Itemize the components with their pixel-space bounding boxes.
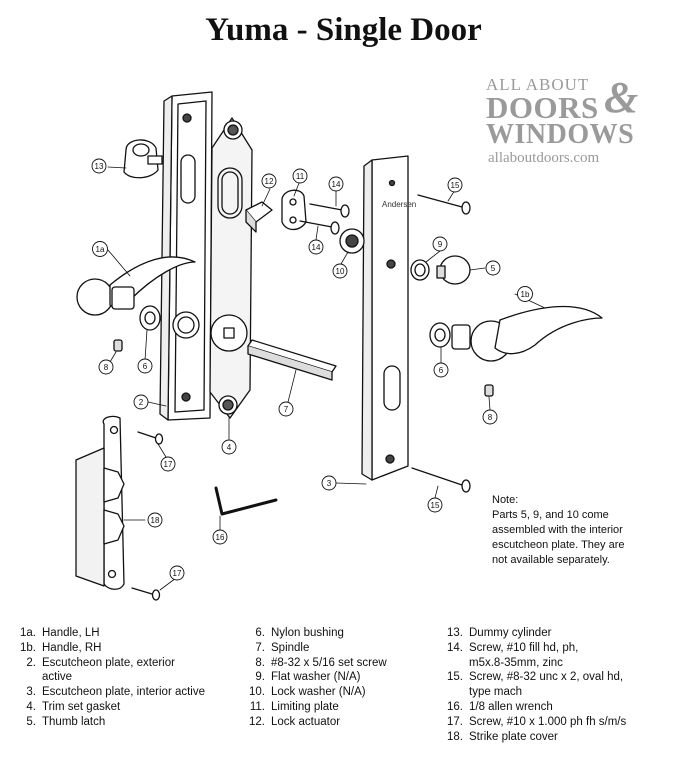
legend-row: 12.Lock actuator <box>249 715 341 728</box>
allen-wrench <box>214 486 278 516</box>
callout-9: 9 <box>438 240 443 249</box>
callout-17-bottom: 17 <box>173 569 182 578</box>
callout-16: 16 <box>216 533 225 542</box>
screw-15-bottom <box>411 467 463 486</box>
legend-row: m5x.8-35mm, zinc <box>469 656 563 669</box>
exploded-parts-diagram: Andersen <box>75 91 603 601</box>
callout-8-left: 8 <box>104 363 109 372</box>
legend-row: 13.Dummy cylinder <box>447 627 552 639</box>
callout-14-bottom: 14 <box>312 243 321 252</box>
logo-ampersand: & <box>604 73 639 122</box>
logo-line3: WINDOWS <box>486 119 635 150</box>
screw-15-top <box>417 194 463 208</box>
lock-washer <box>339 228 365 254</box>
interior-escutcheon-plate: Andersen <box>361 155 416 481</box>
screw-17-bottom <box>131 587 153 595</box>
callout-6-right: 6 <box>439 366 444 375</box>
callout-10: 10 <box>336 267 345 276</box>
legend-row: 14.Screw, #10 fill hd, ph, <box>447 641 579 654</box>
legend-row: 17.Screw, #10 x 1.000 ph fh s/m/s <box>447 715 627 728</box>
trim-set-gasket <box>209 117 253 419</box>
callout-4: 4 <box>227 443 232 452</box>
callout-3: 3 <box>327 479 332 488</box>
spindle <box>247 339 337 381</box>
screw-17-top <box>137 431 157 439</box>
callout-15-top: 15 <box>451 181 460 190</box>
parts-legend-column-2: 6.Nylon bushing 7.Spindle 8.#8-32 x 5/16… <box>232 626 442 730</box>
screws-14 <box>299 203 350 235</box>
logo-url: allaboutdoors.com <box>488 150 600 166</box>
callout-18: 18 <box>151 516 160 525</box>
callout-14-top: 14 <box>332 180 341 189</box>
callout-11: 11 <box>296 172 305 181</box>
exterior-escutcheon-plate <box>159 91 213 421</box>
note-line2: assembled with the interior <box>492 524 623 536</box>
brand-logo: ALL ABOUT DOORS & WINDOWS allaboutdoors.… <box>486 73 656 168</box>
legend-row: type mach <box>469 686 523 699</box>
legend-row: 15.Screw, #8-32 unc x 2, oval hd, <box>447 671 624 684</box>
callout-15-bottom: 15 <box>431 501 440 510</box>
callout-12: 12 <box>265 177 274 186</box>
note-line3: escutcheon plate. They are <box>492 539 625 551</box>
dummy-cylinder <box>123 139 163 179</box>
logo-line2: DOORS <box>486 90 599 125</box>
callout-1b: 1b <box>521 290 530 299</box>
legend-row: 18.Strike plate cover <box>447 730 558 743</box>
note-line1: Parts 5, 9, and 10 come <box>492 509 609 521</box>
svg-text:Andersen: Andersen <box>382 200 416 209</box>
handle-rh <box>451 305 603 362</box>
legend-row: 10.Lock washer (N/A) <box>249 686 366 699</box>
callout-8-right: 8 <box>488 413 493 422</box>
note-heading: Note: <box>492 494 519 506</box>
parts-legend-column-3: 13.Dummy cylinder 14.Screw, #10 fill hd,… <box>430 626 670 744</box>
legend-row: 16.1/8 allen wrench <box>447 700 553 713</box>
flat-washer <box>410 259 430 281</box>
handle-lh <box>76 256 196 316</box>
legend-row: 4.Trim set gasket <box>26 700 121 713</box>
legend-row: 1b.Handle, RH <box>20 641 102 654</box>
callout-13: 13 <box>95 162 104 171</box>
callout-5: 5 <box>491 264 496 273</box>
callout-17-top: 17 <box>164 460 173 469</box>
thumb-latch <box>436 255 471 285</box>
note-box: Note: Parts 5, 9, and 10 come assembled … <box>492 493 652 568</box>
legend-row: 11.Limiting plate <box>249 700 339 713</box>
legend-row: 6.Nylon bushing <box>255 627 344 639</box>
callout-1a: 1a <box>96 245 105 254</box>
parts-legend-column-1: 1a.Handle, LH 1b.Handle, RH 2.Escutcheon… <box>3 626 238 730</box>
strike-plate-cover <box>75 415 125 590</box>
logo-line1: ALL ABOUT <box>486 75 590 94</box>
nylon-bushing-right <box>429 322 451 348</box>
legend-row: 7.Spindle <box>255 641 310 654</box>
callout-2: 2 <box>139 398 144 407</box>
legend-row: 1a.Handle, LH <box>20 627 100 639</box>
legend-row: 3.Escutcheon plate, interior active <box>26 686 206 699</box>
callout-6-left: 6 <box>143 362 148 371</box>
callout-7: 7 <box>284 405 289 414</box>
legend-row: active <box>42 671 73 684</box>
legend-row: 8.#8-32 x 5/16 set screw <box>255 656 387 669</box>
nylon-bushing-left <box>139 305 161 331</box>
set-screw-left <box>113 339 123 352</box>
lock-actuator <box>245 201 273 233</box>
note-line4: not available separately. <box>492 554 610 566</box>
legend-row: 5.Thumb latch <box>26 715 106 728</box>
page-title: Yuma - Single Door <box>205 12 482 48</box>
legend-row: 9.Flat washer (N/A) <box>255 671 361 684</box>
set-screw-right <box>484 384 494 397</box>
legend-row: 2.Escutcheon plate, exterior <box>26 656 175 669</box>
